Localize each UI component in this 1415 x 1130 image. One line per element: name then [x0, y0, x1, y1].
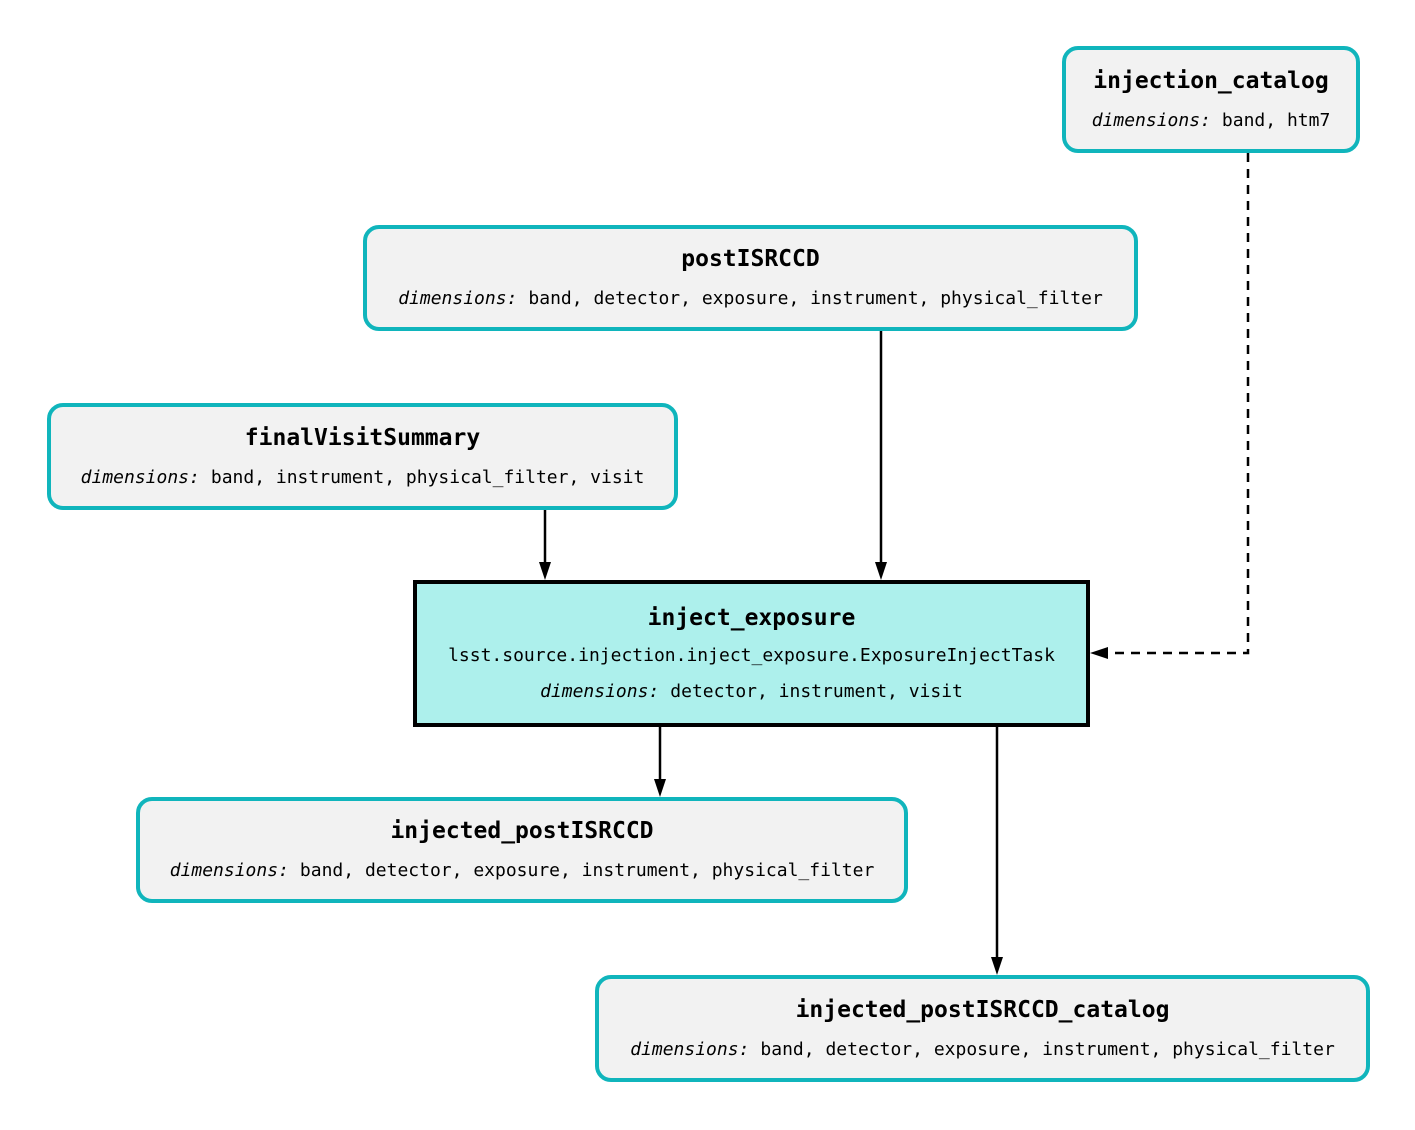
task-class-path: lsst.source.injection.inject_exposure.Ex…	[448, 644, 1055, 666]
node-title: inject_exposure	[647, 604, 856, 631]
node-dimensions: dimensions: band, instrument, physical_fi…	[81, 466, 645, 490]
dimensions-label: dimensions:	[630, 1038, 750, 1060]
node-title: injected_postISRCCD	[390, 818, 654, 844]
node-injected-postisrccd[interactable]: injected_postISRCCD dimensions: band, det…	[136, 797, 908, 903]
dimensions-value: band, instrument, physical_filter, visit	[210, 466, 645, 488]
dimensions-value: detector, instrument, visit	[670, 680, 963, 702]
node-postisrccd[interactable]: postISRCCD dimensions: band, detector, ex…	[363, 225, 1138, 331]
edge-postisrccd-to-inject-exposure	[875, 331, 887, 580]
node-dimensions: dimensions: band, detector, exposure, ins…	[630, 1038, 1335, 1062]
node-dimensions: dimensions: band, detector, exposure, ins…	[170, 859, 875, 883]
edge-inject-exposure-to-injected-postisrccd	[654, 727, 666, 797]
dimensions-label: dimensions:	[169, 860, 289, 881]
node-title: injection_catalog	[1093, 67, 1329, 94]
node-title: finalVisitSummary	[244, 424, 481, 451]
node-dimensions: dimensions: band, htm7	[1092, 109, 1331, 133]
node-title: postISRCCD	[681, 246, 820, 272]
node-dimensions: dimensions: detector, instrument, visit	[540, 680, 963, 704]
node-inject-exposure-task[interactable]: inject_exposure lsst.source.injection.in…	[413, 580, 1090, 727]
edge-finalvisitsummary-to-inject-exposure	[539, 510, 551, 580]
node-finalvisitsummary[interactable]: finalVisitSummary dimensions: band, instr…	[47, 403, 678, 510]
dimensions-value: band, detector, exposure, instrument, ph…	[528, 288, 1103, 309]
dimensions-label: dimensions:	[80, 466, 200, 488]
dimensions-label: dimensions:	[540, 680, 660, 702]
node-injected-postisrccd-catalog[interactable]: injected_postISRCCD_catalog dimensions: b…	[595, 975, 1370, 1082]
node-injection-catalog[interactable]: injection_catalog dimensions: band, htm7	[1062, 46, 1360, 153]
node-dimensions: dimensions: band, detector, exposure, ins…	[398, 287, 1103, 311]
dimensions-value: band, detector, exposure, instrument, ph…	[760, 1038, 1335, 1060]
node-title: injected_postISRCCD_catalog	[795, 996, 1170, 1023]
dimensions-label: dimensions:	[398, 288, 518, 309]
dimensions-label: dimensions:	[1091, 109, 1211, 131]
dimensions-value: band, htm7	[1221, 109, 1331, 131]
edge-inject-exposure-to-injected-postisrccd-catalog	[991, 727, 1003, 975]
dimensions-value: band, detector, exposure, instrument, ph…	[299, 860, 875, 881]
